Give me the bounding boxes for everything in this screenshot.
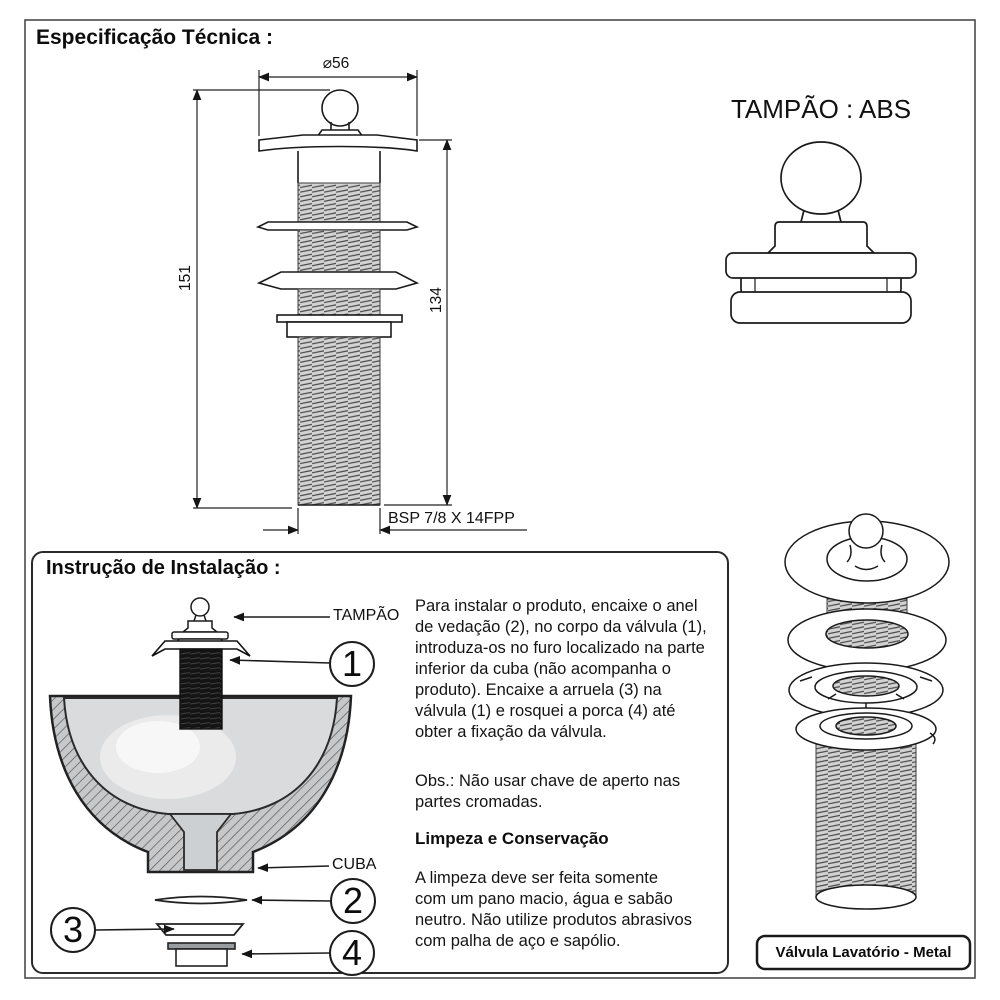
dimension-lines [192,70,527,535]
drain-stem [168,813,233,871]
valve-front-view [255,89,420,506]
page-border [24,19,976,979]
install-parts [154,895,248,967]
washer-thin [255,221,420,231]
valve-flange [258,134,418,152]
spec-title: Especificação Técnica : [36,26,273,49]
dim-diameter-label: ⌀56 [322,55,350,72]
dim-total-length-label: 151 [177,265,194,291]
washer-cone [256,271,420,290]
callout-3: 3 [62,909,84,950]
tampao-material-label: TAMPÃO : ABS [730,94,912,124]
product-label: Válvula Lavatório - Metal [775,944,952,961]
cleaning-paragraph: A limpeza deve ser feita somente com um … [415,869,692,950]
washer-part [155,923,245,936]
callout-graphics [50,612,376,976]
knob-ball [321,89,359,127]
cleaning-title: Limpeza e Conservação [415,829,609,848]
callout-2: 2 [342,880,364,921]
installation-note: Obs.: Não usar chave de aperto nas parte… [415,772,681,811]
tampao-part-label: TAMPÃO [333,607,400,624]
exploded-view [784,513,950,910]
tampao-abs-drawing [725,141,917,324]
callout-1: 1 [341,643,363,684]
thread-spec-label: BSP 7/8 X 14FPP [388,510,515,527]
lock-nut [276,314,403,323]
cuba-drawing [48,694,353,874]
nut-body [175,948,228,967]
install-valve-body [151,640,251,730]
cuba-part-label: CUBA [332,856,377,873]
thread-section [297,182,381,223]
installation-instructions: Para instalar o produto, encaixe o anel … [415,597,707,741]
product-label-box [755,934,972,971]
sealing-ring [154,895,248,905]
nut-top [167,942,236,950]
installation-title: Instrução de Instalação : [46,557,281,579]
callout-4: 4 [341,932,363,973]
dim-thread-length-label: 134 [428,287,445,313]
